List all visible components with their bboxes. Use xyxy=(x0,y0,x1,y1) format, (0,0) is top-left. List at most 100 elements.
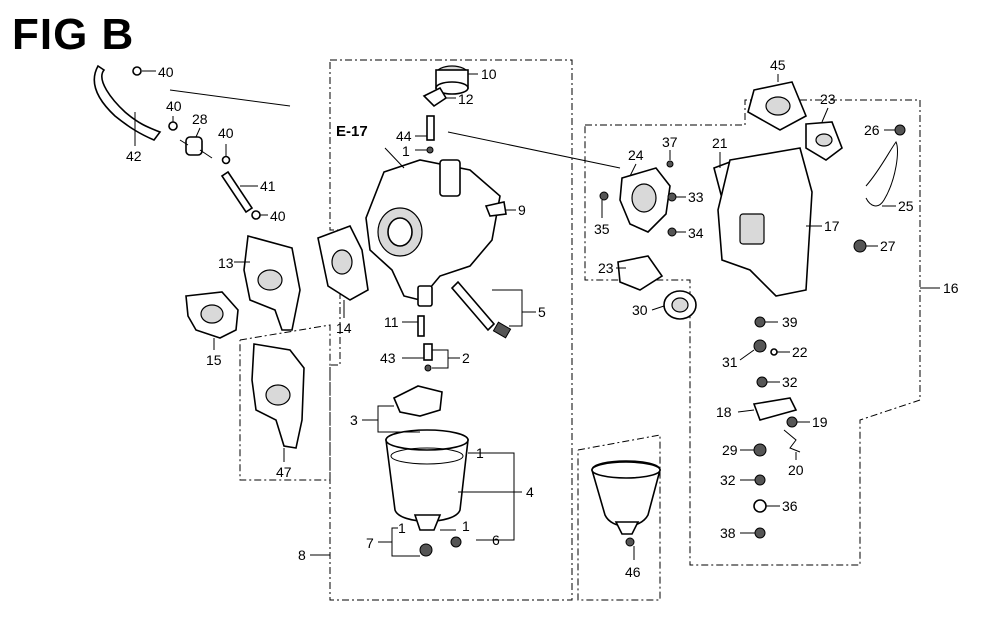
callout-label: 42 xyxy=(126,148,142,164)
nut-29 xyxy=(753,443,767,457)
carburetor-assembly-boundary xyxy=(329,59,573,601)
bowl-46-group xyxy=(591,460,661,547)
callout-label: 37 xyxy=(662,134,678,150)
callout-label: 26 xyxy=(864,122,880,138)
callout-label: 35 xyxy=(594,221,610,237)
lever-18 xyxy=(752,397,798,421)
washer-32a xyxy=(756,376,768,388)
callout-label: 1 xyxy=(398,520,406,536)
callout-label: 27 xyxy=(880,238,896,254)
screw-33 xyxy=(667,192,677,202)
callout-label: 15 xyxy=(206,352,222,368)
callout-label: 40 xyxy=(218,125,234,141)
callout-label: 29 xyxy=(722,442,738,458)
callout-label: 3 xyxy=(350,412,358,428)
carburetor-body xyxy=(365,159,501,301)
callout-label: 9 xyxy=(518,202,526,218)
callout-label: 24 xyxy=(628,147,644,163)
callout-label: 47 xyxy=(276,464,292,480)
callout-label: 20 xyxy=(788,462,804,478)
pin-22 xyxy=(770,348,778,356)
callout-label: 1 xyxy=(462,518,470,534)
assembly-boundaries xyxy=(239,59,921,601)
joint-28 xyxy=(179,136,213,159)
screw-9 xyxy=(484,201,507,217)
callout-label: 23 xyxy=(598,260,614,276)
callout-label: 28 xyxy=(192,111,208,127)
callout-label: 45 xyxy=(770,57,786,73)
callout-label: 41 xyxy=(260,178,276,194)
callout-label: 46 xyxy=(625,564,641,580)
tube-41 xyxy=(220,170,254,214)
bolt-38 xyxy=(754,527,766,539)
callout-label: 32 xyxy=(720,472,736,488)
nut-26 xyxy=(894,124,906,136)
callout-label: 7 xyxy=(366,535,374,551)
callout-label: 39 xyxy=(782,314,798,330)
callout-labels: E-17 40 40 28 40 42 41 40 13 15 14 47 10… xyxy=(126,57,959,580)
nut-27 xyxy=(853,239,867,253)
fuel-valve-boundary xyxy=(584,99,921,566)
insulator-boundary xyxy=(239,324,331,481)
figure-reference: E-17 xyxy=(336,123,368,140)
screw-5 xyxy=(450,280,496,332)
screw-34 xyxy=(667,227,677,237)
callout-label: 13 xyxy=(218,255,234,271)
callout-label: 30 xyxy=(632,302,648,318)
callout-label: 6 xyxy=(492,532,500,548)
gasket-23b xyxy=(617,255,664,291)
washer-31 xyxy=(753,339,767,353)
callout-label: 33 xyxy=(688,189,704,205)
callout-label: 11 xyxy=(384,314,399,330)
callout-label: 16 xyxy=(943,280,959,296)
callout-label: 5 xyxy=(538,304,546,320)
screw-6 xyxy=(450,536,462,548)
float-3 xyxy=(392,385,443,417)
bracket-17 xyxy=(717,147,813,297)
screw-37 xyxy=(666,160,674,168)
callout-label: 12 xyxy=(458,91,474,107)
callout-label: 32 xyxy=(782,374,798,390)
callout-label: 31 xyxy=(722,354,738,370)
washer-32b xyxy=(754,474,766,486)
spring-25 xyxy=(865,141,898,207)
intake-parts-group xyxy=(93,64,369,449)
screw-35 xyxy=(599,191,609,201)
nut-19 xyxy=(786,416,798,428)
callout-label: 38 xyxy=(720,525,736,541)
callout-label: 17 xyxy=(824,218,840,234)
callout-label: 34 xyxy=(688,225,704,241)
callout-label: 40 xyxy=(158,64,174,80)
nut-39 xyxy=(754,316,766,328)
screw-44 xyxy=(426,115,435,141)
callout-label: 1 xyxy=(476,445,484,461)
callout-label: 4 xyxy=(526,484,534,500)
screw-43 xyxy=(423,343,433,361)
spare-bowl-boundary xyxy=(577,434,661,601)
fuel-valve-group xyxy=(447,81,906,539)
bolt-7 xyxy=(419,543,433,557)
callout-label: 40 xyxy=(166,98,182,114)
spring-20 xyxy=(783,429,801,453)
callout-label: 40 xyxy=(270,208,286,224)
callout-label: 21 xyxy=(712,135,728,151)
callout-label: 1 xyxy=(402,143,410,159)
clip-40d xyxy=(251,210,261,220)
hose-42 xyxy=(93,64,162,141)
clip-40c xyxy=(221,155,231,165)
leader-lines xyxy=(134,70,940,560)
figure-title: FIG B xyxy=(12,10,135,59)
callout-label: 25 xyxy=(898,198,914,214)
pin-11 xyxy=(417,315,425,337)
callout-label: 44 xyxy=(396,128,412,144)
callout-label: 14 xyxy=(336,320,352,336)
callout-label: 22 xyxy=(792,344,808,360)
callout-label: 2 xyxy=(462,350,470,366)
callout-label: 8 xyxy=(298,547,306,563)
callout-label: 19 xyxy=(812,414,828,430)
callout-label: 36 xyxy=(782,498,798,514)
clip-40b xyxy=(168,121,178,131)
clip-40a xyxy=(132,66,142,76)
callout-label: 18 xyxy=(716,404,732,420)
